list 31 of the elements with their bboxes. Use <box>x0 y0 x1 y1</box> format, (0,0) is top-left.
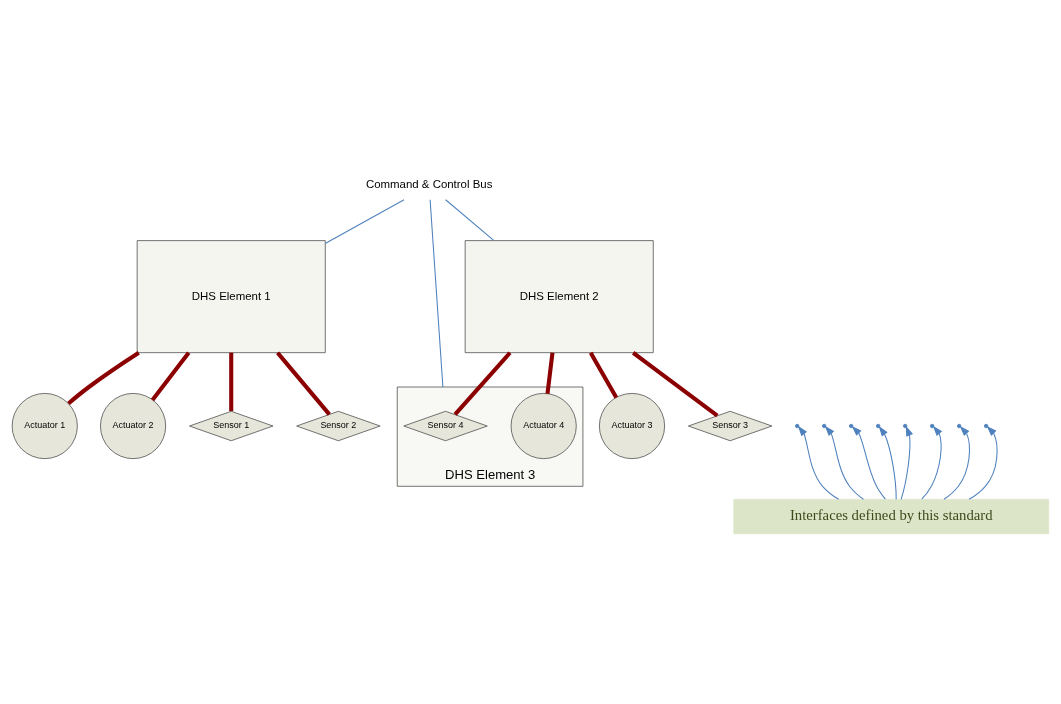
node-box: Interfaces defined by this standard <box>733 498 1050 535</box>
arrow <box>900 425 913 500</box>
arrow <box>943 425 970 500</box>
connector <box>67 351 140 406</box>
node-circle: Actuator 3 <box>598 393 665 460</box>
node-box: DHS Element 2 <box>464 240 654 354</box>
arrow <box>797 425 840 500</box>
connector <box>631 351 719 418</box>
arrow <box>878 425 897 500</box>
node-circle: Actuator 4 <box>510 393 577 460</box>
node-box: DHS Element 1 <box>136 240 326 354</box>
node-circle: Actuator 1 <box>11 393 78 460</box>
arrow <box>921 425 943 500</box>
connector <box>429 199 444 388</box>
connector <box>545 352 555 394</box>
connector <box>588 351 619 399</box>
connector <box>324 199 405 245</box>
node-circle: Actuator 2 <box>100 393 167 460</box>
node-diamond: Sensor 2 <box>296 410 381 442</box>
connector <box>445 199 495 241</box>
connector <box>229 352 234 412</box>
connector <box>453 351 512 416</box>
node-diamond: Sensor 3 <box>688 410 773 442</box>
node-diamond: Sensor 1 <box>189 410 274 442</box>
node-text: Command & Control Bus <box>365 178 493 191</box>
arrow <box>851 425 886 500</box>
connector <box>150 351 191 402</box>
arrow <box>824 425 864 500</box>
connector <box>276 351 331 416</box>
node-diamond: Sensor 4 <box>403 410 488 442</box>
arrow <box>968 425 998 500</box>
